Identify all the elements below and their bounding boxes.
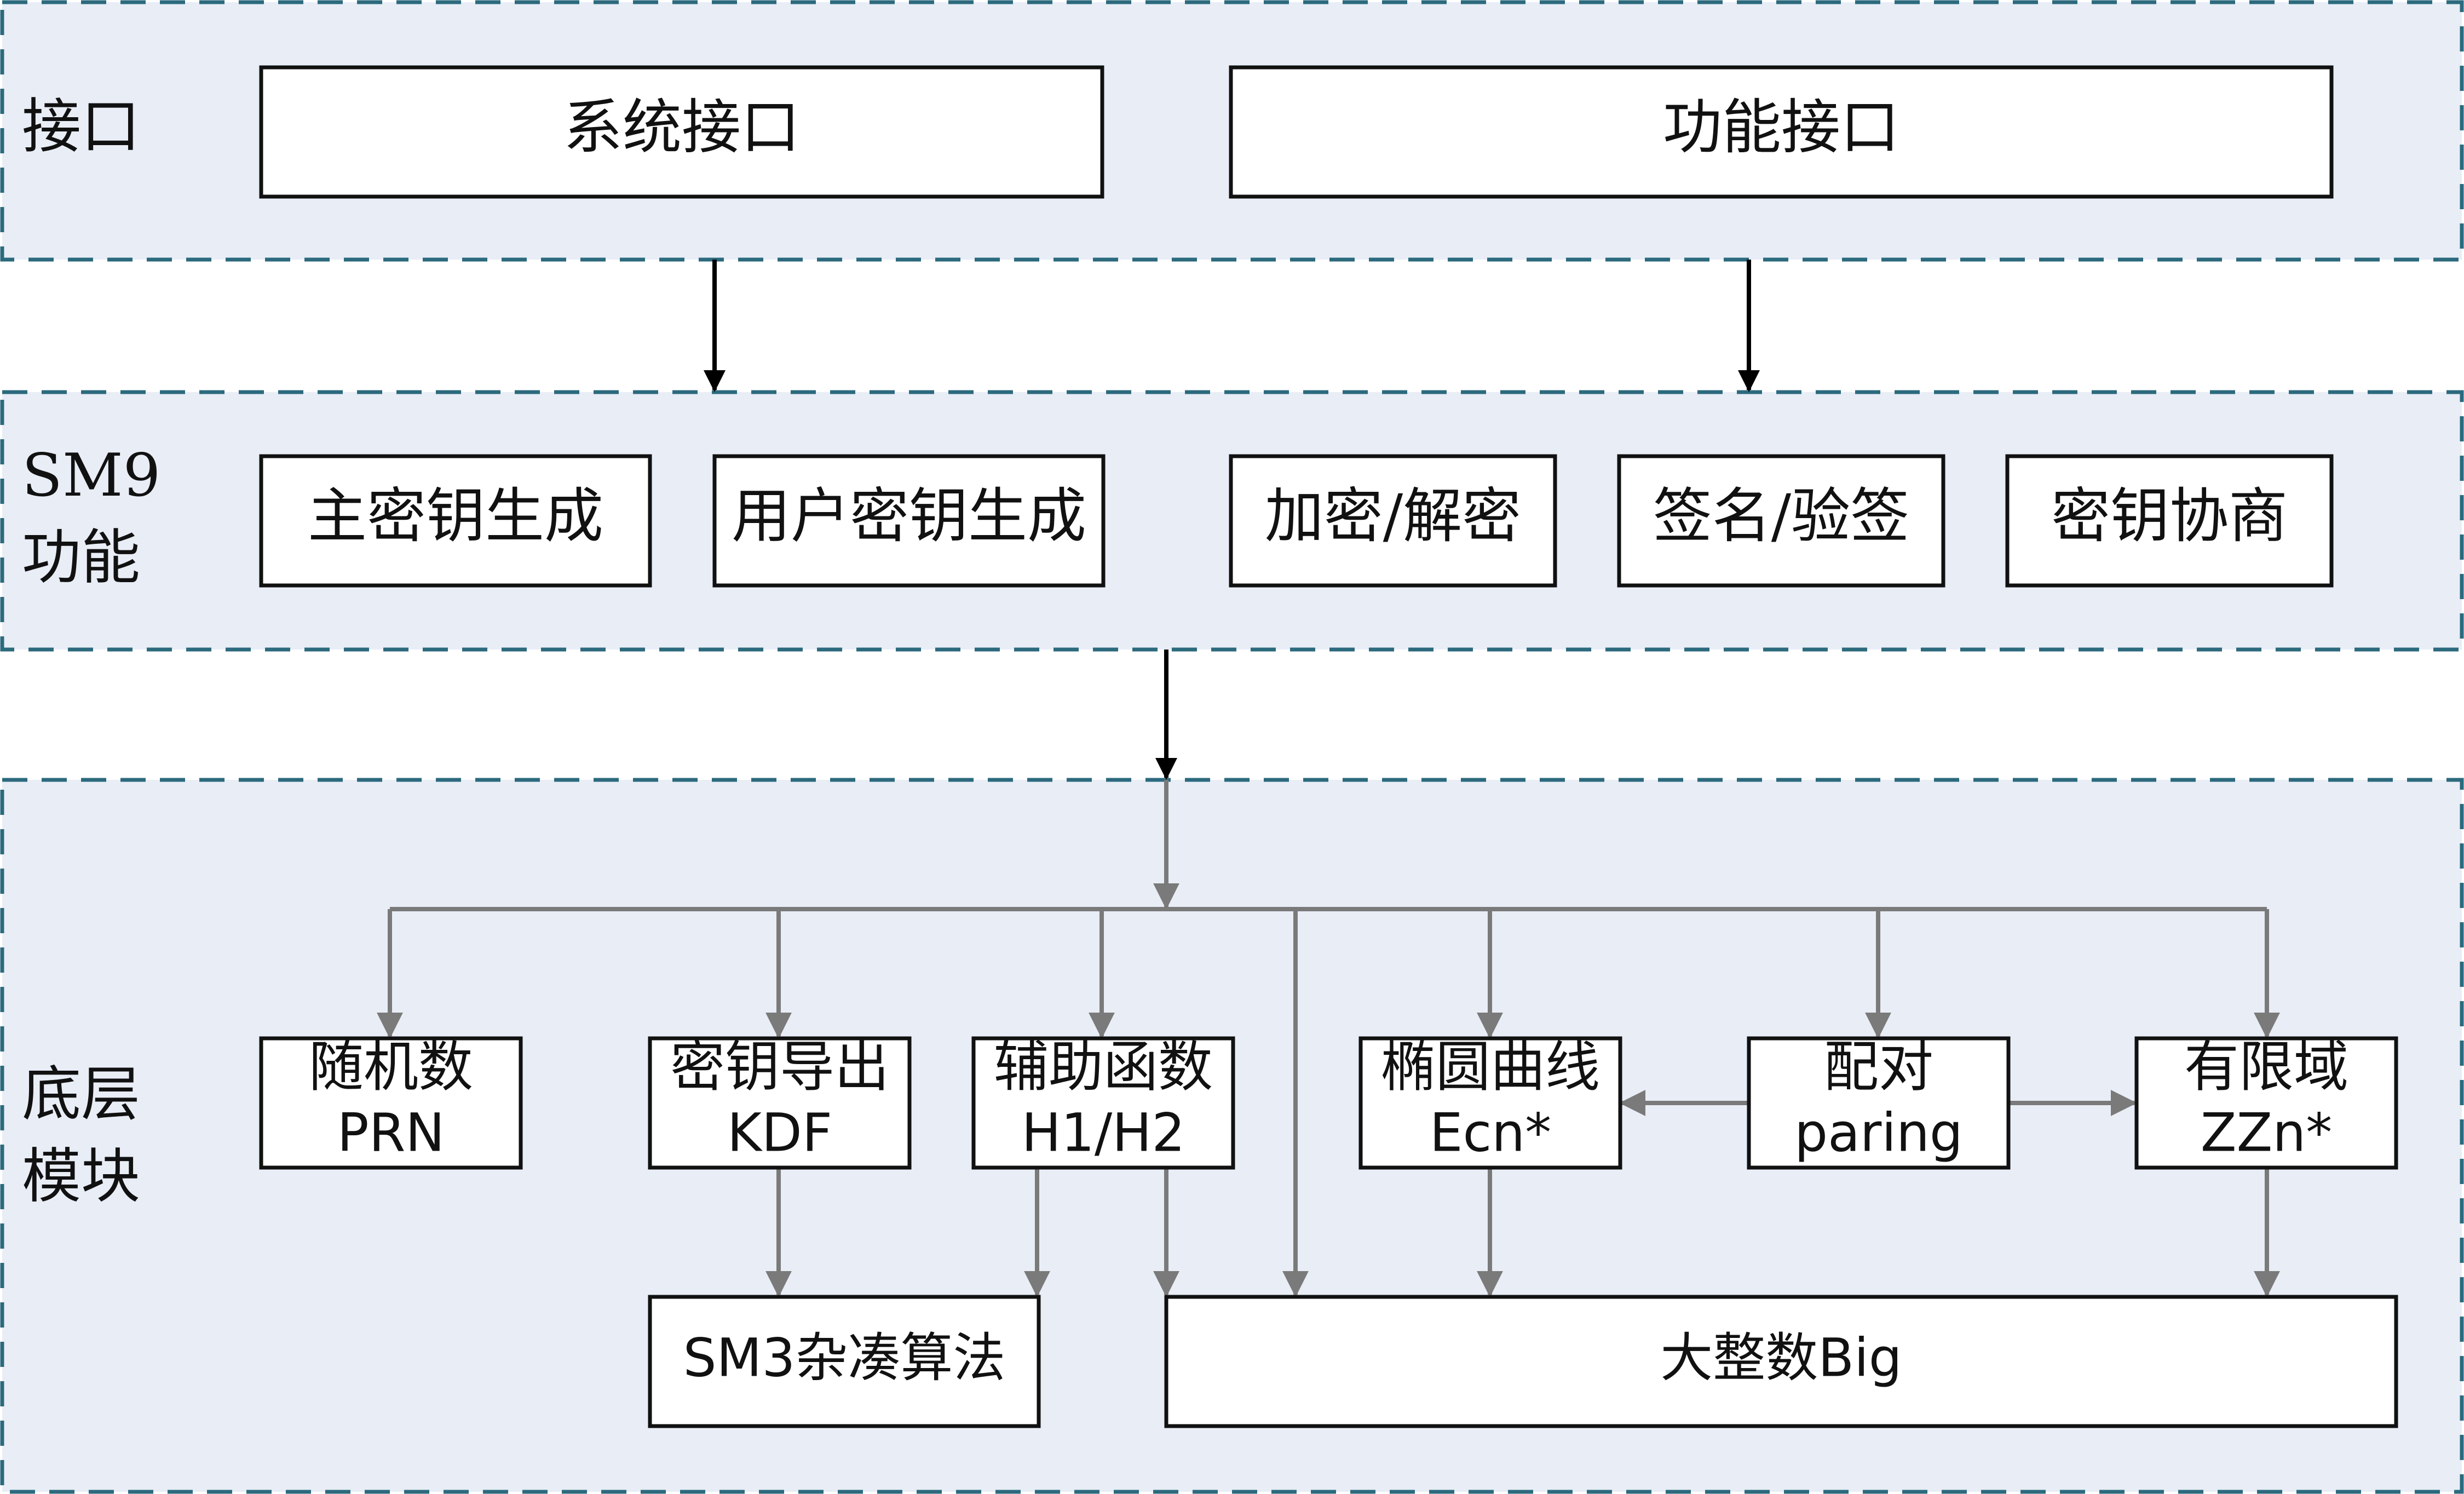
kdf-module-box: 密钥导出 KDF xyxy=(648,1035,912,1170)
function-interface-box: 功能接口 xyxy=(1229,65,2334,199)
user-key-generation-label: 用户密钥生成 xyxy=(732,482,1086,550)
key-exchange-box: 密钥协商 xyxy=(2005,454,2334,588)
sign-verify-box: 签名/验签 xyxy=(1617,454,1945,588)
ecn-module-title: 椭圆曲线 xyxy=(1381,1035,1600,1099)
big-integer-box: 大整数Big xyxy=(1164,1295,2398,1428)
sm9-layer-label-line1: SM9 xyxy=(22,441,160,510)
big-integer-label: 大整数Big xyxy=(1660,1327,1902,1388)
pairing-module-code: paring xyxy=(1794,1102,1963,1163)
prn-module-box: 随机数 PRN xyxy=(259,1035,523,1170)
sm9-layer-label-line2: 功能 xyxy=(22,524,140,592)
hash-module-title: 辅助函数 xyxy=(994,1035,1213,1099)
base-layer-label-line1: 底层 xyxy=(22,1060,140,1129)
pairing-module-box: 配对 paring xyxy=(1747,1035,2011,1170)
prn-module-code: PRN xyxy=(337,1102,445,1163)
sm3-hash-box: SM3杂凑算法 xyxy=(648,1295,1041,1428)
encrypt-decrypt-label: 加密/解密 xyxy=(1265,482,1521,550)
system-interface-box: 系统接口 xyxy=(259,65,1104,199)
zzn-module-box: 有限域 ZZn* xyxy=(2134,1035,2398,1170)
prn-module-title: 随机数 xyxy=(309,1035,473,1099)
ecn-module-code: Ecn* xyxy=(1430,1102,1551,1163)
hash-module-box: 辅助函数 H1/H2 xyxy=(971,1035,1235,1170)
master-key-generation-label: 主密钥生成 xyxy=(308,482,603,550)
hash-module-code: H1/H2 xyxy=(1022,1102,1185,1163)
function-interface-label: 功能接口 xyxy=(1663,93,1899,162)
zzn-module-title: 有限域 xyxy=(2184,1035,2348,1099)
module-dependency-network xyxy=(377,780,2280,1297)
key-exchange-label: 密钥协商 xyxy=(2051,482,2288,550)
interface-layer-label: 接口 xyxy=(22,93,140,161)
sm3-hash-label: SM3杂凑算法 xyxy=(683,1327,1006,1388)
encrypt-decrypt-box: 加密/解密 xyxy=(1229,454,1557,588)
pairing-module-title: 配对 xyxy=(1824,1035,1933,1099)
master-key-generation-box: 主密钥生成 xyxy=(259,454,652,588)
zzn-module-code: ZZn* xyxy=(2201,1102,2332,1163)
system-interface-label: 系统接口 xyxy=(563,93,800,162)
ecn-module-box: 椭圆曲线 Ecn* xyxy=(1358,1035,1622,1170)
kdf-module-title: 密钥导出 xyxy=(670,1035,889,1099)
base-layer-label-line2: 模块 xyxy=(22,1142,140,1211)
sign-verify-label: 签名/验签 xyxy=(1653,482,1909,550)
kdf-module-code: KDF xyxy=(727,1102,832,1163)
user-key-generation-box: 用户密钥生成 xyxy=(712,454,1106,588)
